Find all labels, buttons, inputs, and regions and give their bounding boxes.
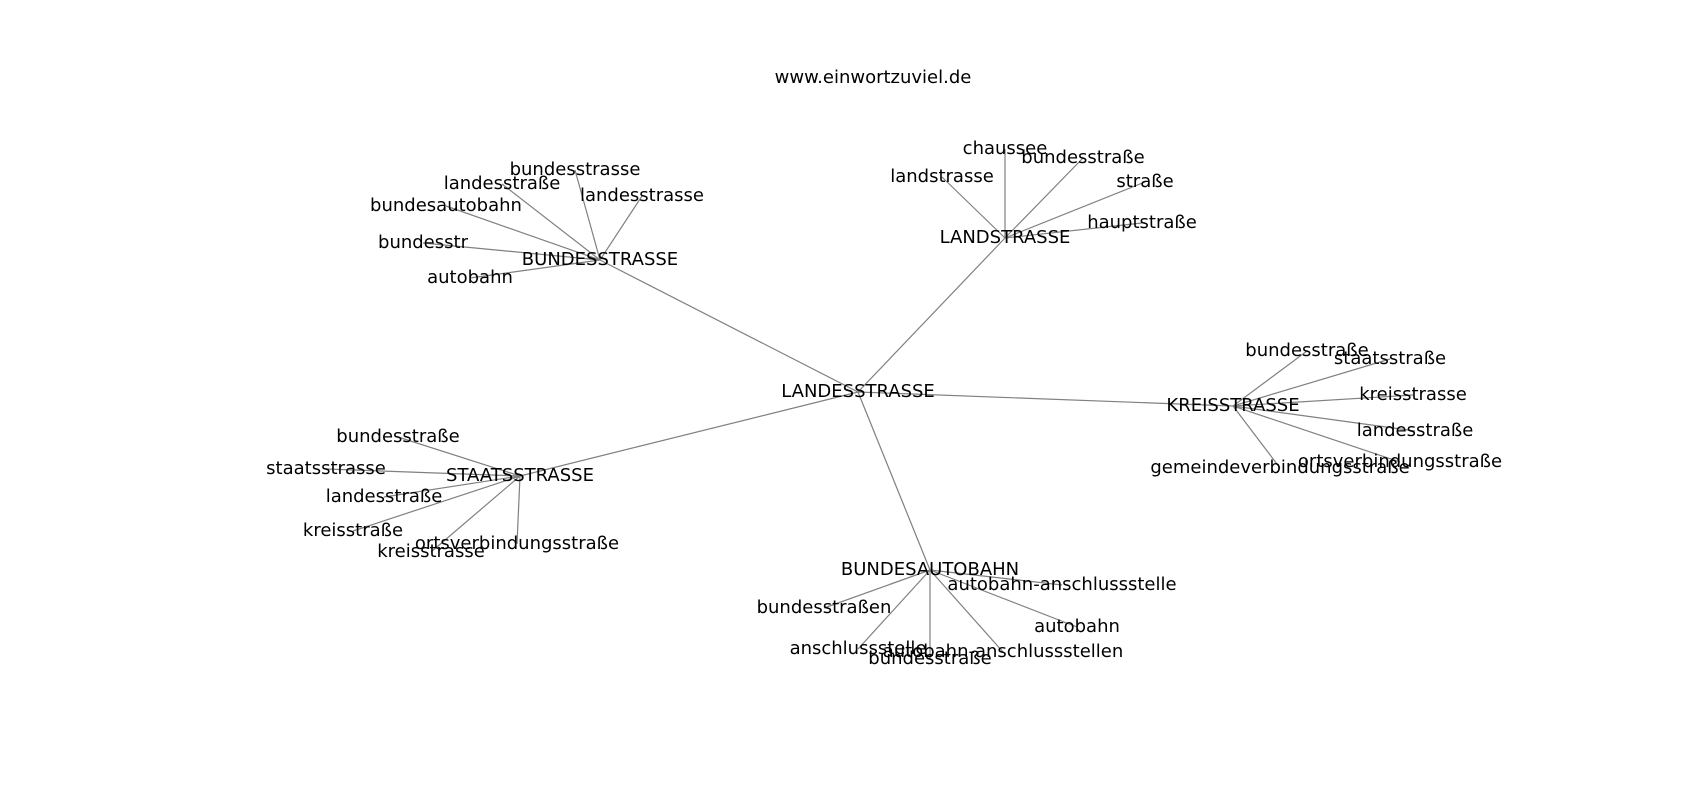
edge-hub-leaf <box>929 569 1004 653</box>
leaf-node-label: ortsverbindungsstraße <box>1298 451 1502 472</box>
leaf-node-label: bundesstraße <box>1021 147 1144 168</box>
edge-hub-leaf <box>941 176 1006 239</box>
edge-hub-leaf <box>1232 358 1391 407</box>
edge-hub-leaf <box>397 436 521 477</box>
edge-root-hub <box>599 259 859 393</box>
edge-hub-leaf <box>516 475 521 545</box>
root-node-label: LANDESSTRASSE <box>781 381 935 402</box>
leaf-node-label: autobahn <box>427 267 513 288</box>
leaf-node-label: kreisstrasse <box>377 541 485 562</box>
edge-hub-leaf <box>857 569 931 650</box>
leaf-node-label: kreisstraße <box>303 520 403 541</box>
leaf-node-label: landesstraße <box>444 173 561 194</box>
edge-hub-leaf <box>352 475 521 532</box>
site-url: www.einwortzuviel.de <box>775 67 972 88</box>
leaf-node-label: bundesstraßen <box>757 597 892 618</box>
hub-node-label: KREISSTRASSE <box>1166 395 1299 416</box>
leaf-node-label: chaussee <box>963 138 1048 159</box>
leaf-node-label: staatsstraße <box>1334 348 1446 369</box>
edge-hub-leaf <box>1232 405 1416 432</box>
leaf-node-label: bundesstrasse <box>510 159 641 180</box>
edge-hub-leaf <box>469 259 601 279</box>
edge-hub-leaf <box>1232 394 1414 407</box>
edge-hub-leaf <box>599 195 643 261</box>
edge-hub-leaf <box>1004 181 1146 239</box>
leaf-node-label: autobahn <box>1034 616 1120 637</box>
leaf-node-label: gemeindeverbindungsstraße <box>1150 457 1409 478</box>
leaf-node-label: kreisstrasse <box>1359 384 1467 405</box>
leaf-node-label: bundesautobahn <box>370 195 522 216</box>
edge-hub-leaf <box>501 183 601 261</box>
leaf-node-label: autobahn-anschlussstelle <box>947 574 1176 595</box>
leaf-node-label: bundesstraße <box>1245 340 1368 361</box>
leaf-node-label: straße <box>1116 171 1173 192</box>
leaf-node-label: landstrasse <box>890 166 994 187</box>
edge-hub-leaf <box>445 205 601 261</box>
edge-hub-leaf <box>823 569 931 609</box>
label-layer: LANDESSTRASSEBUNDESSTRASSEbundesstrassel… <box>266 138 1502 669</box>
edge-hub-leaf <box>430 475 521 553</box>
leaf-node-label: hauptstraße <box>1087 212 1197 233</box>
edge-hub-leaf <box>1004 222 1143 239</box>
hub-node-label: LANDSTRASSE <box>940 227 1071 248</box>
edge-root-hub <box>857 237 1006 393</box>
edge-hub-leaf <box>929 569 1063 586</box>
hub-node-label: STAATSSTRASSE <box>446 465 594 486</box>
edge-hub-leaf <box>574 169 601 261</box>
edge-layer <box>325 149 1416 659</box>
leaf-node-label: landesstraße <box>1357 420 1474 441</box>
leaf-node-label: landesstraße <box>326 486 443 507</box>
edge-hub-leaf <box>1004 157 1084 239</box>
edge-hub-leaf <box>422 242 601 261</box>
leaf-node-label: staatsstrasse <box>266 458 386 479</box>
edge-hub-leaf <box>929 569 1078 628</box>
edge-hub-leaf <box>383 475 521 498</box>
edge-hub-leaf <box>1232 350 1308 407</box>
leaf-node-label: anschlussstelle <box>790 638 927 659</box>
leaf-node-label: autobahn-anschlussstellen <box>883 641 1124 662</box>
edge-root-hub <box>519 391 859 477</box>
edge-root-hub <box>857 391 931 571</box>
edge-hub-leaf <box>1232 405 1401 463</box>
leaf-node-label: bundesstr <box>378 232 469 253</box>
edge-root-hub <box>857 391 1234 407</box>
edge-hub-leaf <box>325 468 521 477</box>
leaf-node-label: bundesstraße <box>868 648 991 669</box>
hub-node-label: BUNDESSTRASSE <box>522 249 678 270</box>
edge-hub-leaf <box>1232 405 1281 469</box>
hub-node-label: BUNDESAUTOBAHN <box>841 559 1019 580</box>
leaf-node-label: bundesstraße <box>336 426 459 447</box>
leaf-node-label: landesstrasse <box>580 185 704 206</box>
leaf-node-label: ortsverbindungsstraße <box>415 533 619 554</box>
